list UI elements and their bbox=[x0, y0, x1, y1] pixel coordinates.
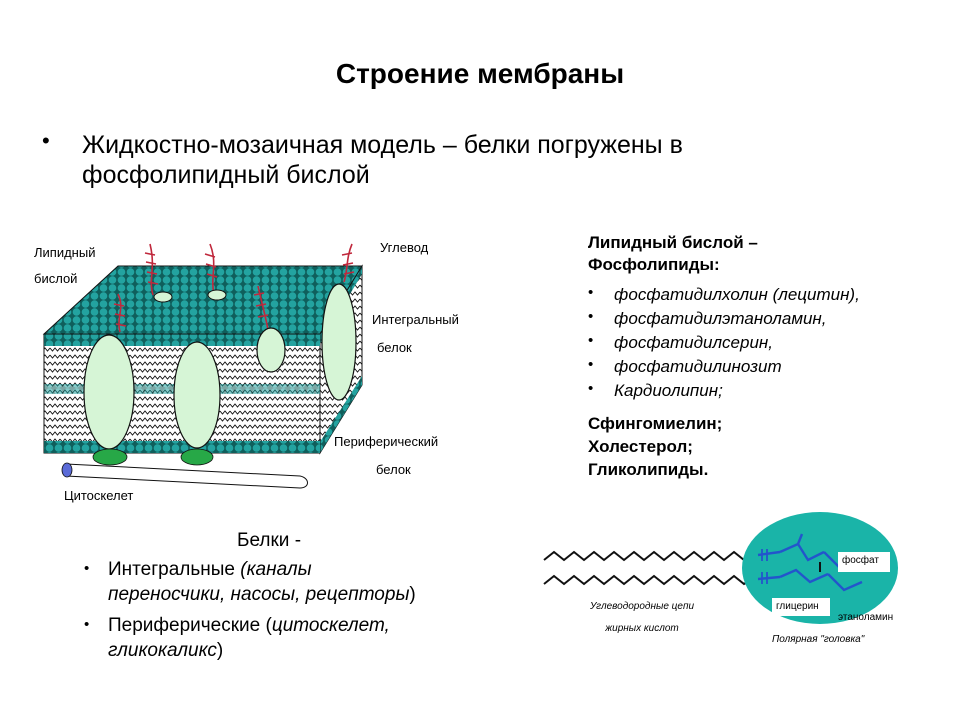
intro-text: Жидкостно-мозаичная модель – белки погру… bbox=[82, 130, 862, 190]
intro-line-1: Жидкостно-мозаичная модель – белки погру… bbox=[82, 131, 683, 159]
phosphate-box bbox=[838, 552, 890, 572]
lipid-heading: Липидный бислой – Фосфолипиды: bbox=[588, 233, 758, 274]
carbohydrate-label: Углевод bbox=[380, 240, 429, 255]
carbohydrate-chains bbox=[113, 243, 355, 333]
peripheral-protein-1 bbox=[92, 448, 128, 466]
integral-protein-3 bbox=[256, 327, 286, 373]
phospholipid-diagram bbox=[543, 512, 898, 624]
bilayer-front-heads-bottom bbox=[44, 441, 320, 453]
list-item: • Интегральные (каналы переносчики, насо… bbox=[84, 559, 416, 605]
integral-protein-1 bbox=[83, 334, 135, 450]
phosphate-label: фосфат bbox=[842, 555, 879, 566]
list-item: •Кардиолипин; bbox=[588, 380, 723, 400]
membrane-diagram bbox=[42, 243, 363, 489]
fatty-acid-tail-2 bbox=[543, 574, 753, 586]
intro-line-2: фосфолипидный бислой bbox=[82, 161, 370, 189]
proteins-heading: Белки - bbox=[237, 530, 302, 551]
integral-protein-2 bbox=[173, 341, 221, 449]
bullet-icon: • bbox=[42, 128, 50, 153]
cytoskeleton-fiber bbox=[65, 463, 308, 489]
bilayer-top-heads bbox=[42, 265, 363, 335]
list-item: • Периферические (цитоскелет, гликокалик… bbox=[84, 615, 390, 661]
proteins-list: • Интегральные (каналы переносчики, насо… bbox=[84, 557, 524, 669]
bilayer-side-heads-bottom bbox=[320, 376, 362, 453]
list-item: •фосфатидилхолин (лецитин), bbox=[588, 284, 860, 304]
cytoskeleton-end bbox=[61, 462, 73, 478]
cytoskeleton-label: Цитоскелет bbox=[64, 488, 134, 503]
ethanolamine-label: этаноламин bbox=[838, 612, 894, 623]
surface-protein-a bbox=[153, 291, 173, 303]
peripheral-protein-2 bbox=[180, 448, 214, 466]
polar-head-caption: Полярная "головка" bbox=[772, 634, 865, 645]
fatty-acid-tails-label: Углеводородные цепи жирных кислот bbox=[589, 601, 695, 634]
glycerol-label: глицерин bbox=[776, 601, 819, 612]
integral-protein-label: Интегральный белок bbox=[372, 312, 459, 355]
other-lipids: Сфингомиелин; Холестерол; Гликолипиды. bbox=[588, 412, 722, 481]
peripheral-protein-label: Периферический белок bbox=[334, 434, 439, 477]
list-item: Сфингомиелин; bbox=[588, 414, 723, 433]
surface-protein-b bbox=[207, 289, 227, 301]
fatty-acid-tail-1 bbox=[543, 550, 753, 562]
page-title: Строение мембраны bbox=[335, 58, 625, 89]
list-item: •фосфатидилинозит bbox=[588, 356, 782, 376]
list-item: Холестерол; bbox=[588, 437, 693, 456]
integral-protein-4 bbox=[321, 283, 357, 401]
phospholipid-list: •фосфатидилхолин (лецитин), •фосфатидилэ… bbox=[588, 283, 948, 403]
glycerol-box bbox=[772, 598, 830, 616]
list-item: •фосфатидилсерин, bbox=[588, 332, 774, 352]
list-item: Гликолипиды. bbox=[588, 460, 709, 479]
lipid-bilayer-label: Липидный бислой bbox=[34, 245, 96, 286]
list-item: •фосфатидилэтаноламин, bbox=[588, 308, 827, 328]
